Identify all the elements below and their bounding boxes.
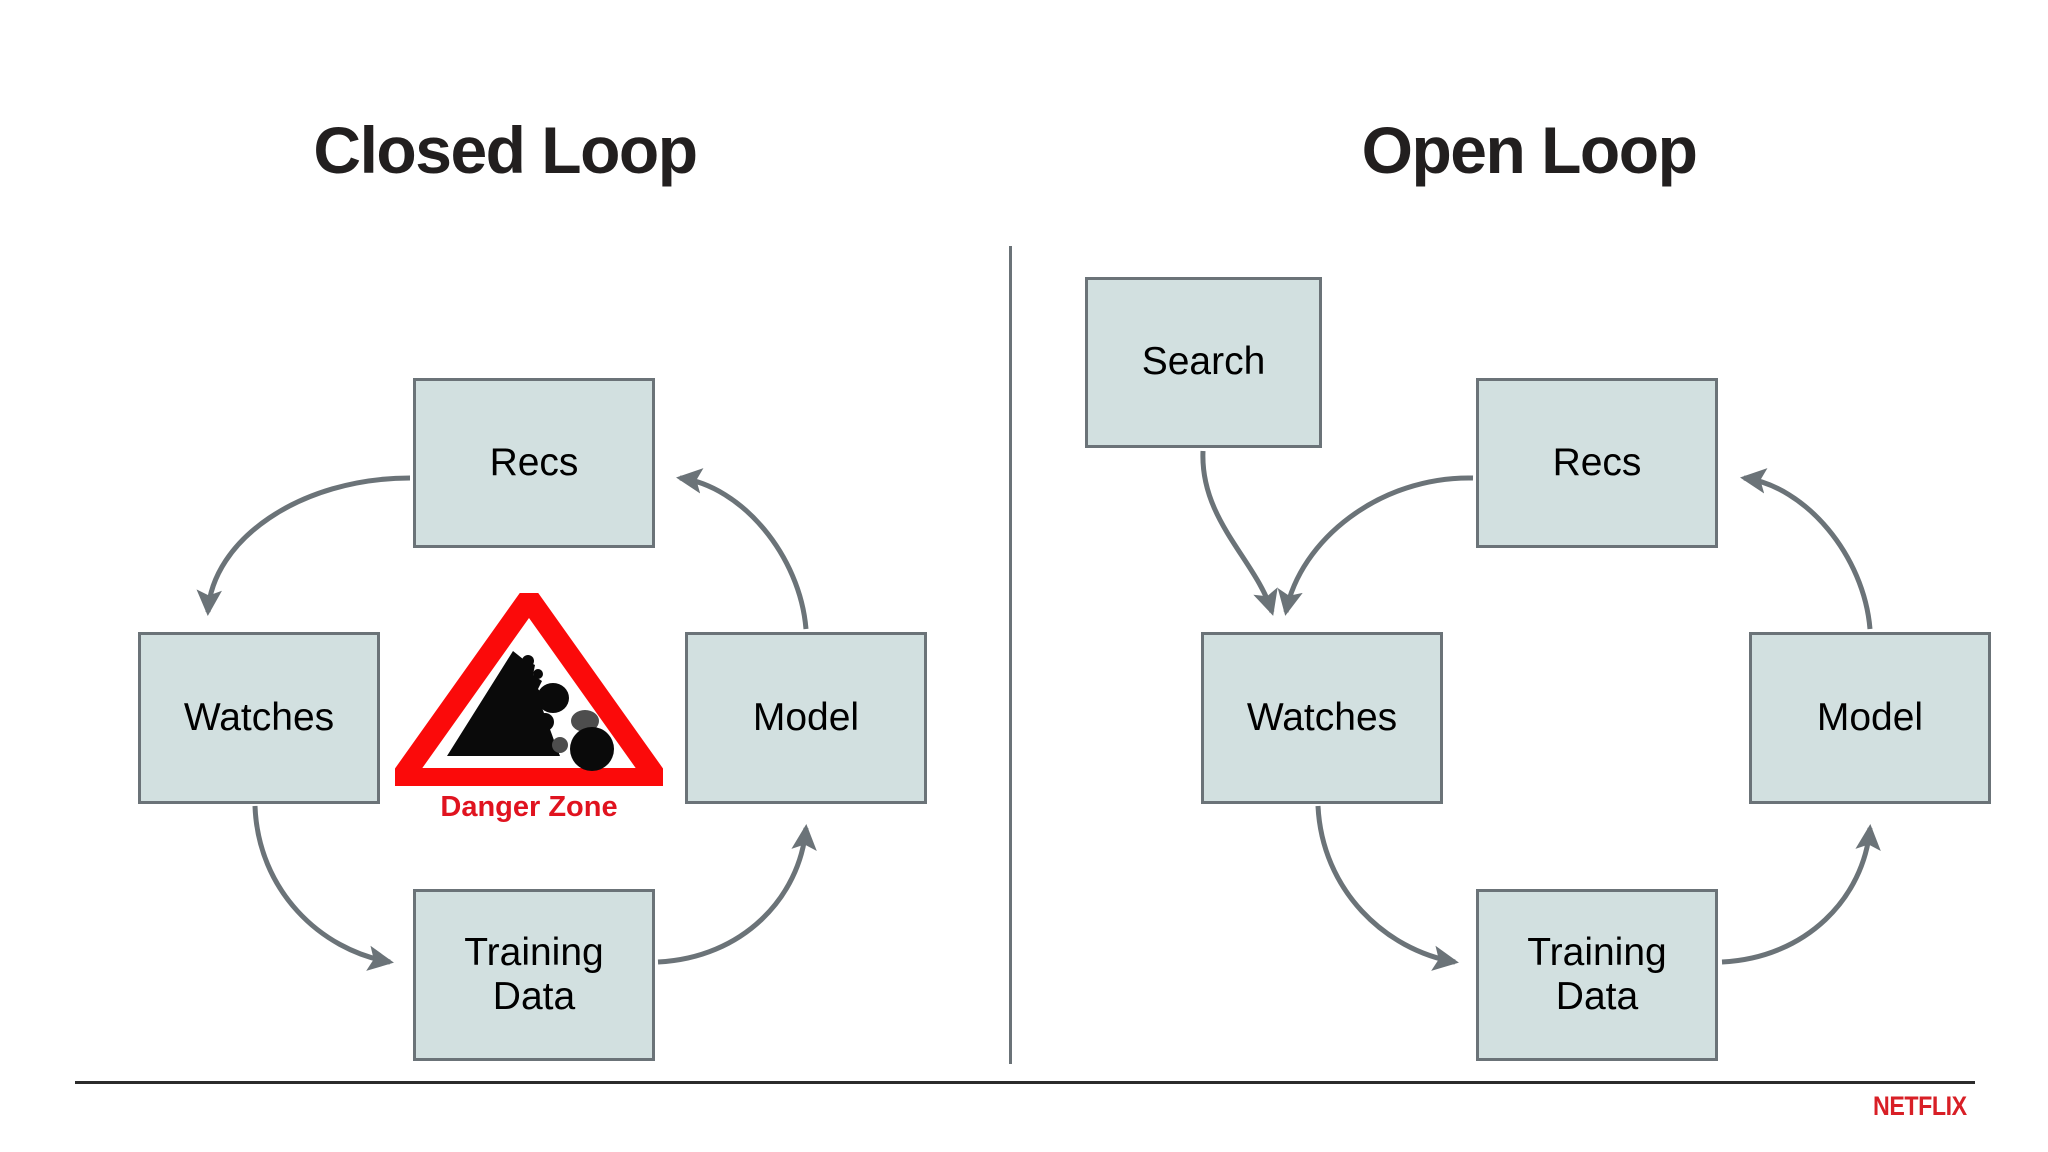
edge-watches-to-training-data xyxy=(252,805,394,971)
edge-training-data-to-model-open xyxy=(1721,824,1881,965)
node-watches-closed-loop[interactable]: Watches xyxy=(138,632,380,804)
netflix-wordmark: NETFLIX xyxy=(1873,1091,1967,1121)
node-label: Search xyxy=(1141,340,1266,384)
edge-model-to-recs xyxy=(676,468,809,630)
node-label: Watches xyxy=(1246,695,1398,739)
panel-title-open-loop: Open Loop xyxy=(1361,113,1698,187)
node-label-line2: Data xyxy=(1555,975,1639,1018)
edge-watches-to-training-data-open xyxy=(1315,805,1459,971)
edge-recs-to-watches xyxy=(196,475,411,616)
node-training-data-open-loop[interactable]: Training Data xyxy=(1476,889,1718,1061)
node-label: Recs xyxy=(1552,440,1642,484)
node-label: Watches xyxy=(183,695,335,739)
node-search-open-loop[interactable]: Search xyxy=(1085,277,1322,448)
node-training-data-closed-loop[interactable]: Training Data xyxy=(413,889,655,1061)
node-model-open-loop[interactable]: Model xyxy=(1749,632,1991,804)
edge-search-to-watches xyxy=(1200,450,1278,616)
edge-model-to-recs-open xyxy=(1740,468,1873,630)
node-label-line1: Training xyxy=(1527,930,1667,974)
node-recs-closed-loop[interactable]: Recs xyxy=(413,378,655,548)
node-label: Recs xyxy=(489,440,579,484)
cliff-shape xyxy=(447,651,560,756)
node-watches-open-loop[interactable]: Watches xyxy=(1201,632,1443,804)
falling-rocks-warning-icon xyxy=(395,593,663,786)
node-recs-open-loop[interactable]: Recs xyxy=(1476,378,1718,548)
node-model-closed-loop[interactable]: Model xyxy=(685,632,927,804)
panel-divider xyxy=(1009,246,1012,1064)
node-label-line1: Training xyxy=(464,930,604,974)
node-label-line2: Data xyxy=(492,975,576,1018)
node-label: Model xyxy=(1816,695,1924,739)
footer-divider-rule xyxy=(75,1081,1975,1084)
danger-zone-annotation: Danger Zone xyxy=(395,593,663,823)
edge-training-data-to-model xyxy=(657,824,817,965)
edge-recs-to-watches-open xyxy=(1277,475,1474,616)
node-label: Model xyxy=(752,695,860,739)
danger-zone-label: Danger Zone xyxy=(440,791,618,823)
panel-title-closed-loop: Closed Loop xyxy=(313,113,698,187)
